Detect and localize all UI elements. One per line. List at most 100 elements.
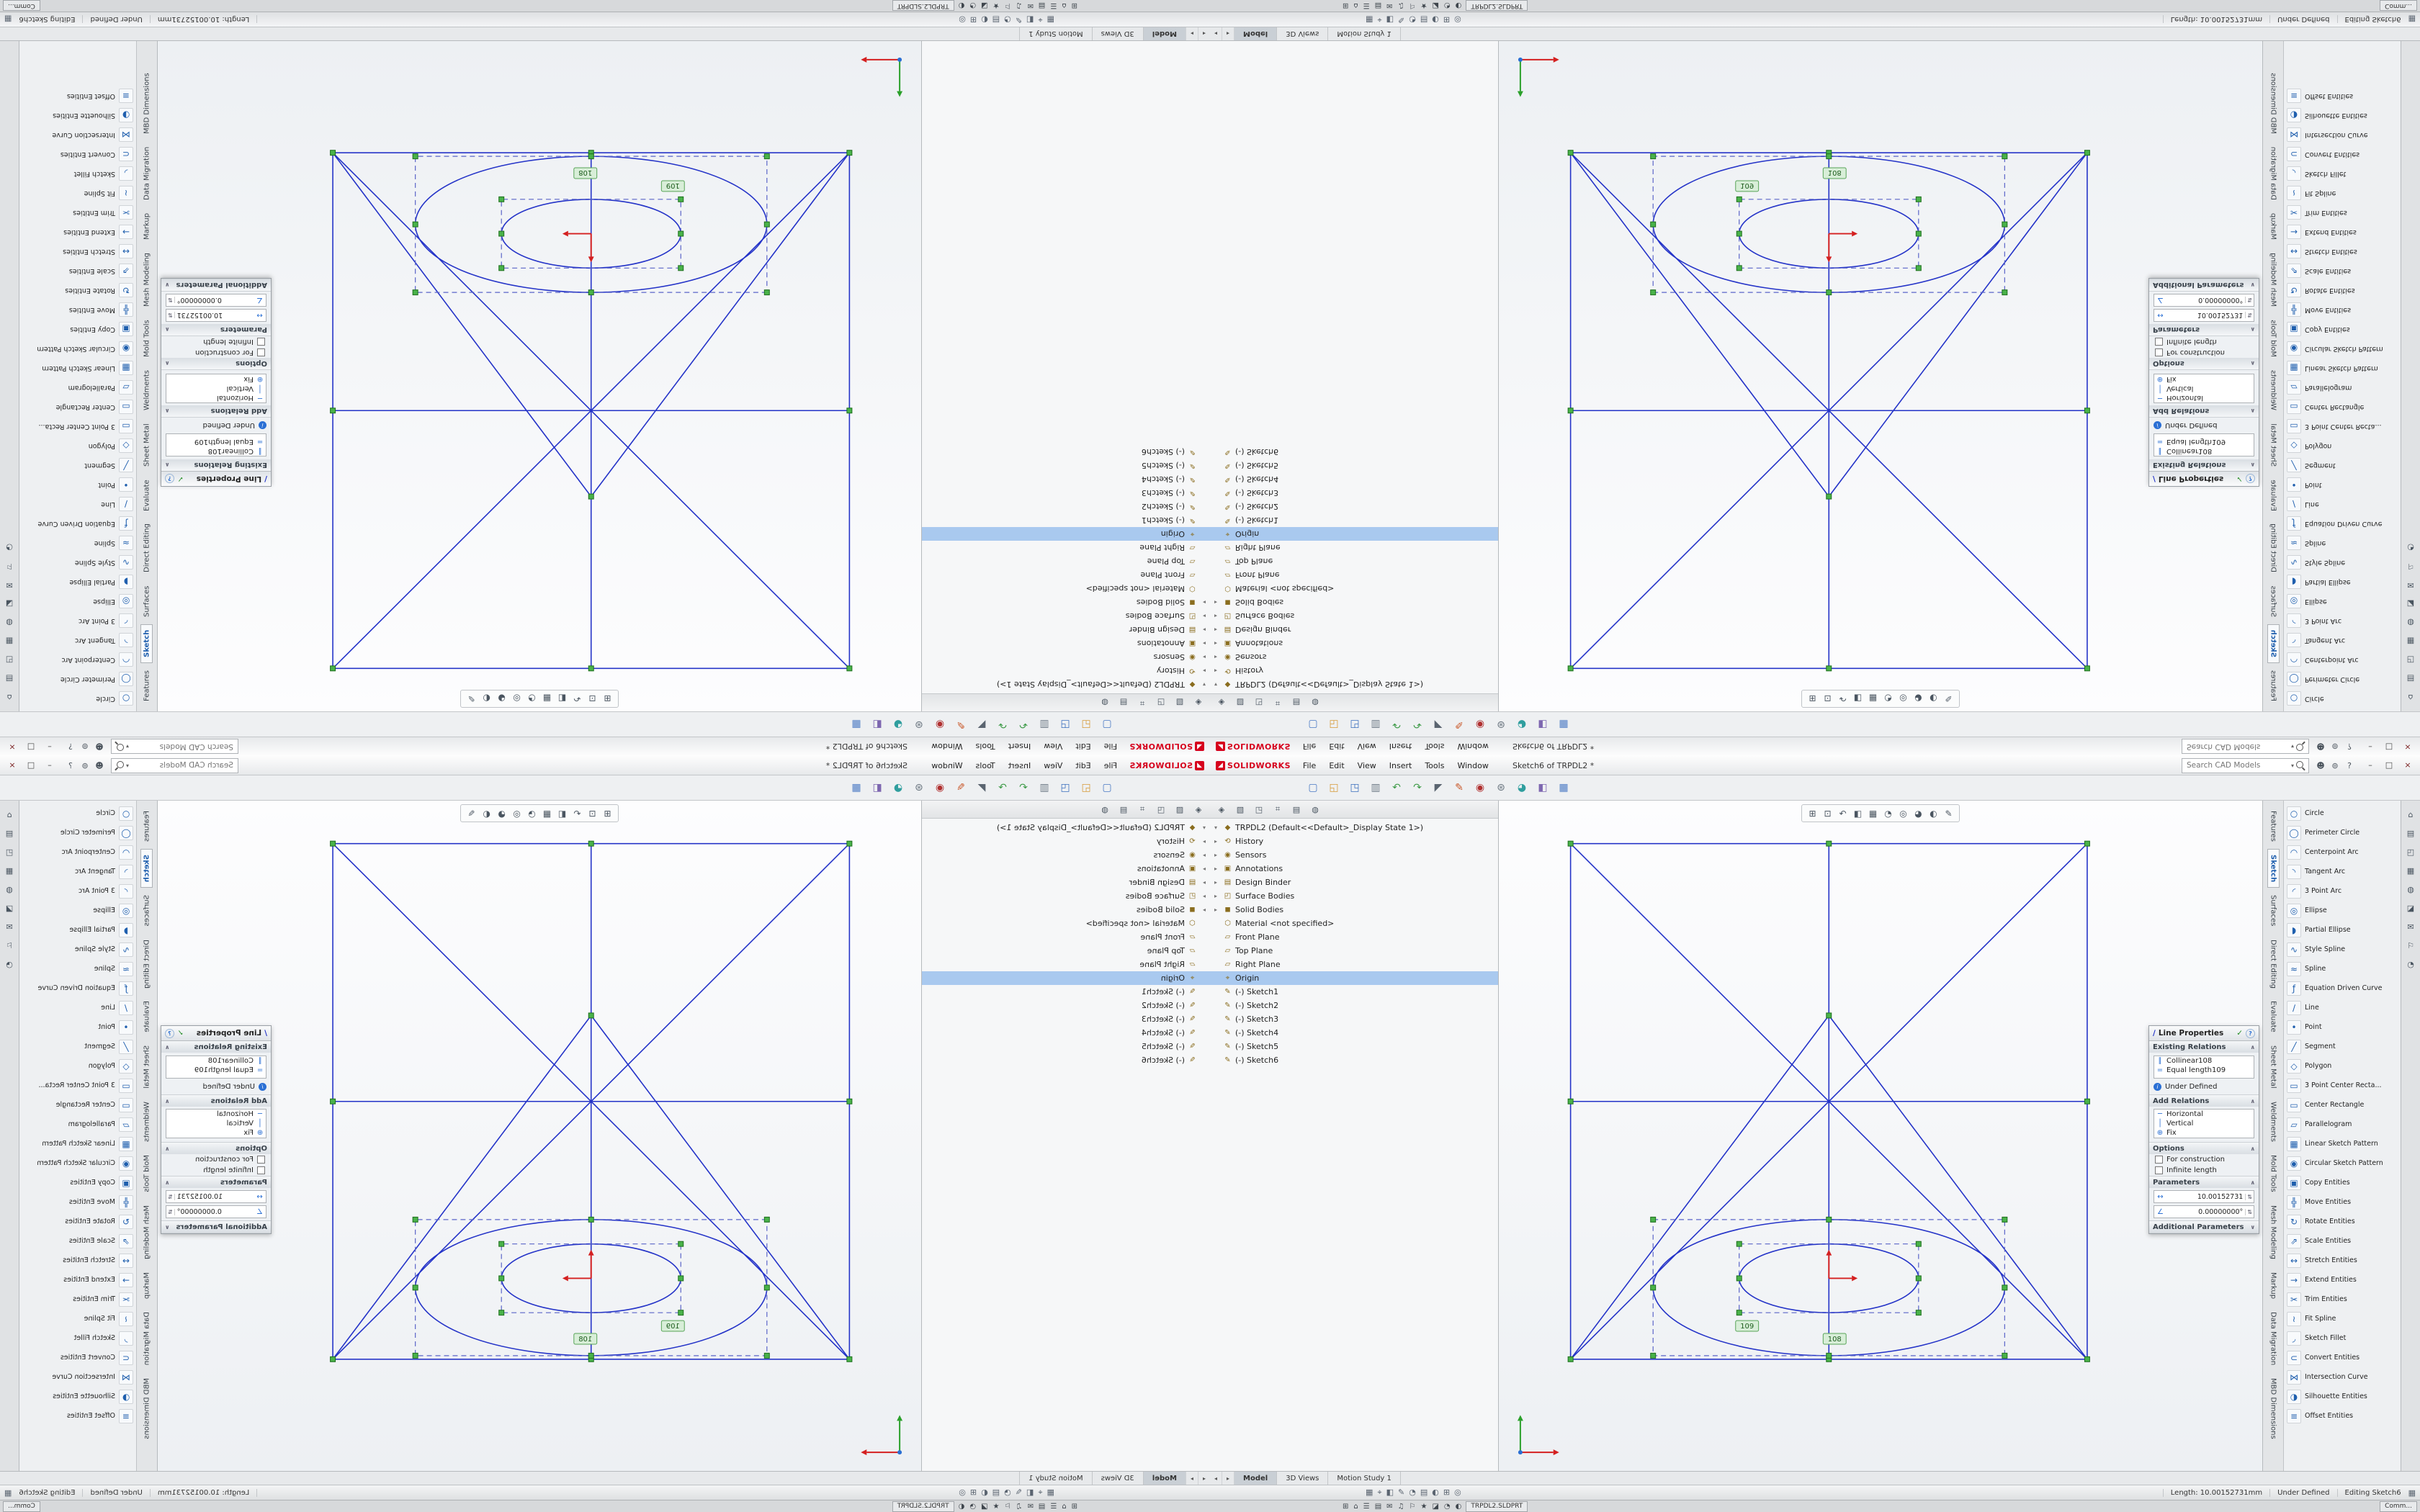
convert-entities-tool[interactable]: ⊂ Convert Entities bbox=[19, 1348, 136, 1367]
tangent-arc-tool[interactable]: ◝ Tangent Arc bbox=[19, 631, 136, 650]
hide-show-icon[interactable]: ◎ bbox=[513, 808, 521, 819]
option-checkbox[interactable]: For construction bbox=[2149, 347, 2259, 358]
point-tool[interactable]: • Point bbox=[2284, 1017, 2401, 1037]
scale-entities-tool[interactable]: ⇗ Scale Entities bbox=[19, 1231, 136, 1251]
equation-driven-curve-tool[interactable]: ƒ Equation Driven Curve bbox=[2284, 978, 2401, 998]
zoom-area-icon[interactable]: ⊡ bbox=[588, 808, 596, 819]
expand-arrow-icon[interactable]: ▸ bbox=[1214, 879, 1218, 886]
center-rectangle-tool[interactable]: ▭ Center Rectangle bbox=[19, 1095, 136, 1115]
tab-scroll-right-icon[interactable]: ▸ bbox=[1222, 1472, 1234, 1485]
propertymanager-tab[interactable]: ▧ bbox=[1175, 804, 1184, 814]
relation-tags[interactable]: 109 108 bbox=[1735, 167, 1847, 192]
feature-tree-item[interactable]: ⬡ Material <not specified> bbox=[922, 917, 1210, 930]
expand-arrow-icon[interactable]: ▸ bbox=[1214, 599, 1218, 606]
home-icon[interactable]: ⌂ bbox=[1062, 1, 1067, 10]
help-icon[interactable]: ? bbox=[68, 742, 73, 752]
user-icon[interactable]: ☻ bbox=[2316, 742, 2325, 752]
silhouette-entities-tool[interactable]: ◑ Silhouette Entities bbox=[2284, 106, 2401, 125]
relation-item[interactable]: ∥ Collinear108 bbox=[2154, 446, 2254, 456]
expand-arrow-icon[interactable]: ▸ bbox=[1214, 852, 1218, 858]
star-icon[interactable]: ★ bbox=[1420, 1, 1428, 10]
help-button[interactable]: ? bbox=[165, 1028, 174, 1038]
tile-icon[interactable]: ⊞ bbox=[1443, 15, 1451, 24]
select-icon[interactable]: ◤ bbox=[977, 719, 986, 730]
file-explorer-icon[interactable]: ◰ bbox=[2406, 655, 2415, 665]
feature-tree-item[interactable]: ▸ ▤ Design Binder bbox=[1210, 623, 1498, 636]
search-icon[interactable] bbox=[117, 744, 124, 751]
parameter-field[interactable]: ∠ 0.00000000° ⇅ bbox=[166, 1205, 266, 1218]
sketch-fillet-tool[interactable]: ◞ Sketch Fillet bbox=[2284, 1328, 2401, 1348]
segment-tool[interactable]: ╱ Segment bbox=[19, 456, 136, 475]
convert-entities-tool[interactable]: ⊂ Convert Entities bbox=[2284, 145, 2401, 164]
configuration-tab[interactable]: ◳ bbox=[1255, 804, 1263, 814]
search-icon[interactable] bbox=[117, 761, 124, 768]
sketch-lines[interactable] bbox=[1569, 152, 2088, 670]
stretch-entities-tool[interactable]: ↔ Stretch Entities bbox=[2284, 1251, 2401, 1270]
parameter-value[interactable]: 10.00152731 bbox=[2197, 1192, 2244, 1201]
star-icon[interactable]: ★ bbox=[992, 1, 1000, 10]
feature-tree-item[interactable]: ▱ Front Plane bbox=[1210, 568, 1498, 582]
notes-icon[interactable]: ▤ bbox=[1420, 15, 1428, 24]
section-header-additional-parameters[interactable]: Additional Parameters ∨ bbox=[2149, 279, 2259, 291]
chevron-down-icon[interactable]: ▾ bbox=[126, 743, 130, 750]
expand-arrow-icon[interactable]: ▸ bbox=[1202, 865, 1206, 872]
previous-view-icon[interactable]: ↶ bbox=[573, 693, 581, 704]
tile-icon[interactable]: ⊞ bbox=[969, 15, 977, 24]
scenes-icon[interactable]: ◪ bbox=[5, 599, 14, 609]
grid-icon[interactable]: ▦ bbox=[2408, 14, 2416, 24]
feature-tree-item[interactable]: ▱ Right Plane bbox=[922, 958, 1210, 971]
menu-icon[interactable]: ☰ bbox=[1050, 1502, 1057, 1511]
custom-properties-icon[interactable]: ✉ bbox=[6, 922, 13, 932]
chevron-down-icon[interactable]: ▾ bbox=[2290, 743, 2294, 750]
add-relation-button[interactable]: ⊕ Fix bbox=[2154, 374, 2254, 384]
appearance-icon[interactable]: ◕ bbox=[498, 808, 506, 819]
spline-tool[interactable]: ≈ Spline bbox=[2284, 959, 2401, 978]
feature-tree-item[interactable]: ⌖ Origin bbox=[922, 527, 1210, 541]
origin-icon[interactable]: ⌖ bbox=[1038, 15, 1043, 24]
featuremanager-tab[interactable]: ◈ bbox=[1195, 804, 1202, 814]
shade-icon[interactable]: ◐ bbox=[981, 15, 988, 24]
sketch-icon[interactable]: ✎ bbox=[1455, 782, 1464, 793]
spinner-icon[interactable]: ⇅ bbox=[168, 1208, 175, 1215]
feature-tree-item[interactable]: ✎ (-) Sketch4 bbox=[1210, 472, 1498, 486]
add-relation-button[interactable]: │ Vertical bbox=[2154, 1119, 2254, 1128]
commandmanager-tab[interactable]: Markup bbox=[2269, 213, 2277, 240]
close-button[interactable]: × bbox=[2404, 742, 2411, 752]
redo-icon[interactable]: ↷ bbox=[998, 719, 1007, 730]
commandmanager-tab[interactable]: Mesh Modeling bbox=[143, 253, 151, 307]
polygon-tool[interactable]: ◇ Polygon bbox=[2284, 436, 2401, 456]
forum-icon[interactable]: ⚐ bbox=[2407, 940, 2414, 950]
menu-item[interactable]: Edit bbox=[1329, 742, 1345, 752]
maximize-button[interactable]: □ bbox=[27, 760, 35, 770]
circle-tool[interactable]: ○ Circle bbox=[2284, 689, 2401, 708]
feature-tree-item[interactable]: ⌖ Origin bbox=[1210, 527, 1498, 541]
hide-show-icon[interactable]: ◎ bbox=[513, 693, 521, 704]
feature-tree-item[interactable]: ✎ (-) Sketch3 bbox=[922, 486, 1210, 500]
maximize-button[interactable]: □ bbox=[2385, 760, 2393, 770]
partial-ellipse-tool[interactable]: ◗ Partial Ellipse bbox=[2284, 920, 2401, 940]
flag-icon[interactable]: ⚐ bbox=[1004, 1, 1011, 10]
media-icon[interactable]: ♫ bbox=[1016, 1502, 1023, 1511]
forum-icon[interactable]: ⚐ bbox=[2407, 562, 2414, 572]
expand-arrow-icon[interactable]: ▸ bbox=[1214, 906, 1218, 913]
section-view-icon[interactable]: ◧ bbox=[872, 719, 882, 730]
configuration-tab[interactable]: ◳ bbox=[1157, 698, 1165, 708]
rebuild-icon[interactable]: ◉ bbox=[935, 782, 945, 793]
recovery-icon[interactable]: ◔ bbox=[2407, 543, 2414, 553]
feature-tree-item[interactable]: ✎ (-) Sketch2 bbox=[1210, 500, 1498, 513]
home-icon[interactable]: ⌂ bbox=[1353, 1502, 1358, 1511]
file-explorer-icon[interactable]: ◰ bbox=[5, 655, 14, 665]
silhouette-entities-tool[interactable]: ◑ Silhouette Entities bbox=[19, 106, 136, 125]
relation-item[interactable]: = Equal length109 bbox=[166, 1066, 266, 1075]
feature-tree-item[interactable]: ▾ ◆ TRPDL2 (Default<<Default>_Display St… bbox=[1210, 821, 1498, 834]
redo-icon[interactable]: ↷ bbox=[998, 782, 1007, 793]
files-icon[interactable]: ▤ bbox=[1038, 1502, 1046, 1511]
user-icon[interactable]: ☻ bbox=[95, 760, 104, 770]
notes-icon[interactable]: ▤ bbox=[992, 15, 1000, 24]
previous-view-icon[interactable]: ↶ bbox=[1839, 808, 1847, 819]
expand-arrow-icon[interactable]: ▸ bbox=[1202, 852, 1206, 858]
silhouette-entities-tool[interactable]: ◑ Silhouette Entities bbox=[2284, 1387, 2401, 1406]
home-icon[interactable]: ⌂ bbox=[2408, 693, 2414, 703]
sketch-icon[interactable]: ✎ bbox=[1455, 719, 1464, 730]
equation-driven-curve-tool[interactable]: ƒ Equation Driven Curve bbox=[2284, 514, 2401, 534]
